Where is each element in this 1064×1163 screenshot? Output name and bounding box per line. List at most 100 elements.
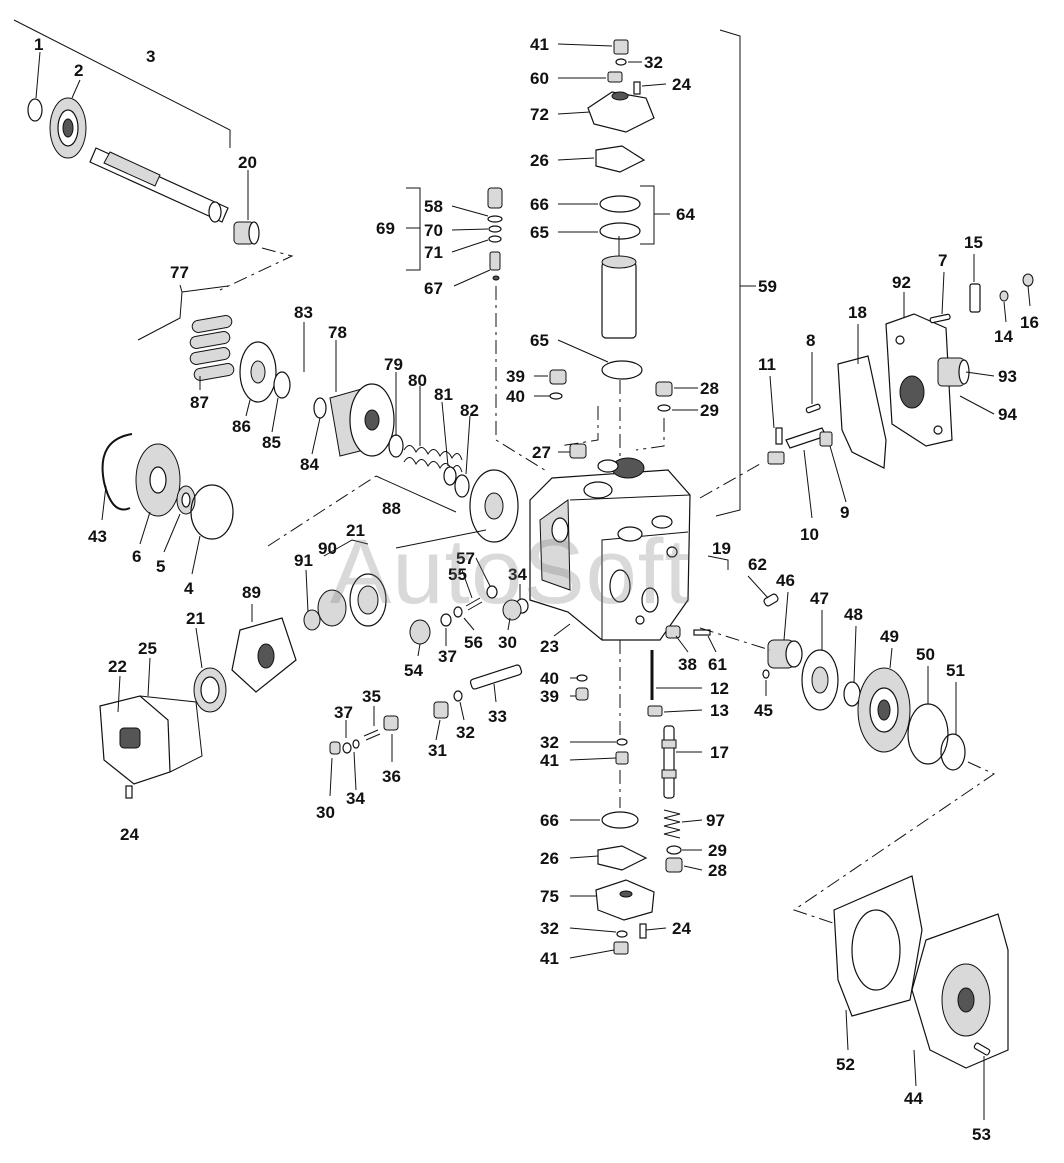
callout-47: 47: [810, 589, 829, 608]
callout-49: 49: [880, 627, 899, 646]
callout-61: 61: [708, 655, 727, 674]
callout-1: 1: [34, 35, 43, 54]
part-bearing-21: [193, 667, 227, 713]
part-ring-84: [313, 397, 327, 419]
part-ring-81: [443, 466, 457, 486]
part-nut-13: [647, 705, 663, 717]
callout-72: 72: [530, 105, 549, 124]
part-plug-41: [613, 39, 629, 55]
callout-38: 38: [678, 655, 697, 674]
part-o-ring-29-lower: [666, 845, 682, 855]
part-gear-47: [801, 649, 839, 711]
callout-82: 82: [460, 401, 479, 420]
callout-78: 78: [328, 323, 347, 342]
callout-91: 91: [294, 551, 313, 570]
callout-79: 79: [384, 355, 403, 374]
part-o-ring-32-lower: [616, 738, 628, 746]
part-plug-39-lower: [575, 687, 589, 701]
callout-27: 27: [532, 443, 551, 462]
part-plug-34-30: [502, 598, 529, 621]
part-snap-ring-43: [101, 433, 133, 511]
callout-64: 64: [676, 205, 695, 224]
callout-62: 62: [748, 555, 767, 574]
callout-30-left: 30: [316, 803, 335, 822]
part-pin-61: [693, 629, 711, 636]
callout-37-left: 37: [334, 703, 353, 722]
callout-55: 55: [448, 565, 467, 584]
callout-32-bottom: 32: [540, 919, 559, 938]
callout-87: 87: [190, 393, 209, 412]
part-ring-48: [843, 681, 861, 707]
part-spool-17: [661, 725, 677, 799]
callout-17: 17: [710, 743, 729, 762]
callout-70: 70: [424, 221, 443, 240]
callout-28-upper: 28: [700, 379, 719, 398]
callout-31: 31: [428, 741, 447, 760]
callout-2: 2: [74, 61, 83, 80]
callout-53: 53: [972, 1125, 991, 1144]
part-solenoid-93: [937, 357, 970, 387]
callout-57: 57: [456, 549, 475, 568]
part-gasket-52: [833, 875, 923, 1017]
part-port-46: [767, 639, 803, 669]
callout-90: 90: [318, 539, 337, 558]
callout-56: 56: [464, 633, 483, 652]
part-valve-group-69: [487, 187, 503, 281]
part-servo-piston: [601, 236, 637, 339]
callout-32-mid: 32: [456, 723, 475, 742]
callout-41-bottom: 41: [540, 949, 559, 968]
part-valve-plate-88: [469, 469, 519, 543]
part-nut-14: [999, 290, 1009, 302]
part-o-ring-65: [599, 222, 641, 240]
callout-43: 43: [88, 527, 107, 546]
part-relief-valve-54: [409, 585, 498, 645]
callout-80: 80: [408, 371, 427, 390]
part-plug-39-upper: [549, 369, 567, 385]
callout-25: 25: [138, 639, 157, 658]
part-drive-shaft: [89, 147, 229, 223]
part-screw-53: [973, 1042, 991, 1056]
callout-30-mid: 30: [498, 633, 517, 652]
callout-13: 13: [710, 701, 729, 720]
part-ring-82: [454, 474, 470, 498]
part-pistons-87: [189, 315, 235, 381]
part-gasket-18: [837, 355, 887, 469]
callout-3: 3: [146, 47, 155, 66]
callout-51: 51: [946, 661, 965, 680]
callout-83: 83: [294, 303, 313, 322]
part-bearing-2: [49, 97, 87, 159]
part-retainer-plate-86: [239, 341, 277, 403]
part-pin-62: [763, 593, 779, 607]
callout-18: 18: [848, 303, 867, 322]
callout-36: 36: [382, 767, 401, 786]
callout-60: 60: [530, 69, 549, 88]
part-spool-33: [433, 664, 523, 719]
callout-46: 46: [776, 571, 795, 590]
part-cylinder-block-78: [329, 383, 395, 457]
part-plate-15: [969, 283, 981, 313]
part-linkage-group: [767, 403, 833, 465]
callout-85: 85: [262, 433, 281, 452]
callout-69: 69: [376, 219, 395, 238]
part-o-ring-65-lower: [601, 360, 643, 380]
callout-59: 59: [758, 277, 777, 296]
part-screw-24-lower: [125, 785, 133, 799]
part-o-ring-51: [940, 733, 966, 771]
callout-26-lower: 26: [540, 849, 559, 868]
callout-32-lower: 32: [540, 733, 559, 752]
callout-54: 54: [404, 661, 423, 680]
callout-88: 88: [382, 499, 401, 518]
part-o-ring-66: [599, 195, 641, 213]
callout-29-upper: 29: [700, 401, 719, 420]
part-plug-28-upper: [655, 381, 673, 397]
part-plug-38: [665, 625, 681, 639]
callout-8: 8: [806, 331, 815, 350]
part-ring-85: [273, 371, 291, 399]
callout-39-upper: 39: [506, 367, 525, 386]
callout-40-lower: 40: [540, 669, 559, 688]
part-gasket-26: [595, 145, 646, 173]
callout-41-top: 41: [530, 35, 549, 54]
callout-58: 58: [424, 197, 443, 216]
